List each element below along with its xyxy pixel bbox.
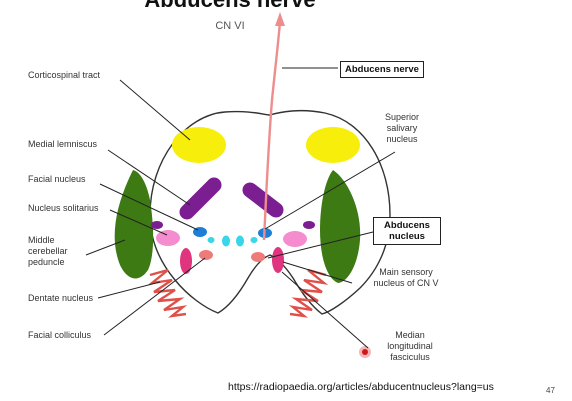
dentate-nucleus-left [147, 268, 188, 318]
leader-mlf [281, 271, 369, 349]
label-facial-colliculus: Facial colliculus [28, 330, 92, 340]
leader-dentate [97, 281, 161, 299]
label-medial-lemniscus: Medial lemniscus [28, 139, 98, 149]
label-superior-salivary-nucleus: Superior salivary nucleus [384, 112, 420, 144]
magenta-nucleus-right [272, 247, 284, 273]
label-middle-cerebellar-peduncle: Middle cerebellar peduncle [28, 235, 68, 267]
nucleus-solitarius-right [283, 231, 307, 247]
source-url: https://radiopaedia.org/articles/abducen… [228, 381, 494, 393]
cyan-dot-4 [250, 237, 258, 243]
purple-dot-left [151, 221, 163, 229]
label-corticospinal-tract: Corticospinal tract [28, 70, 101, 80]
leader-main-sensory [282, 261, 353, 284]
label-facial-nucleus: Facial nucleus [28, 174, 86, 184]
magenta-nucleus-left [180, 248, 192, 274]
leader-facial-colliculus [103, 257, 206, 336]
dentate-nucleus-right [288, 268, 329, 318]
cyan-dot-2 [222, 235, 230, 247]
label-abducens-nucleus: Abducens nucleus [373, 217, 441, 245]
label-abducens-nerve: Abducens nerve [340, 61, 424, 78]
salmon-nucleus-left [199, 250, 213, 260]
corticospinal-tract-right [306, 127, 360, 163]
label-dentate-nucleus: Dentate nucleus [28, 293, 94, 303]
leader-nucleus-solitarius [109, 209, 168, 236]
label-nucleus-solitarius: Nucleus solitarius [28, 203, 99, 213]
medial-lemniscus-right [242, 182, 284, 218]
cyan-dot-1 [207, 237, 215, 243]
leader-lines [85, 67, 396, 349]
leader-middle-cerebellar [85, 239, 126, 256]
middle-cerebellar-peduncle-right [320, 170, 361, 283]
slide-subtitle: CN VI [215, 20, 245, 32]
leader-corticospinal [119, 79, 191, 141]
nucleus-solitarius-left [156, 230, 180, 246]
mlf-dot-center [362, 349, 368, 355]
salmon-nucleus-right [251, 252, 265, 262]
abducens-nerve-arrowhead [275, 12, 285, 26]
page-number: 47 [546, 386, 555, 395]
label-mlf: Median longitudinal fasciculus [387, 330, 433, 362]
purple-dot-right [303, 221, 315, 229]
abducens-nerve-arrow [262, 21, 282, 241]
cyan-dot-3 [236, 235, 244, 247]
leader-superior-salivary [264, 151, 396, 230]
medial-lemniscus-left [179, 177, 222, 220]
leader-facial-nucleus [99, 183, 199, 231]
label-main-sensory-nucleus: Main sensory nucleus of CN V [373, 267, 439, 288]
leader-medial-lemniscus [107, 149, 191, 206]
corticospinal-tract-left [172, 127, 226, 163]
leader-abducens-nucleus [267, 231, 374, 259]
slide-title: Abducens nerve [0, 0, 460, 13]
middle-cerebellar-peduncle-left [114, 170, 154, 279]
